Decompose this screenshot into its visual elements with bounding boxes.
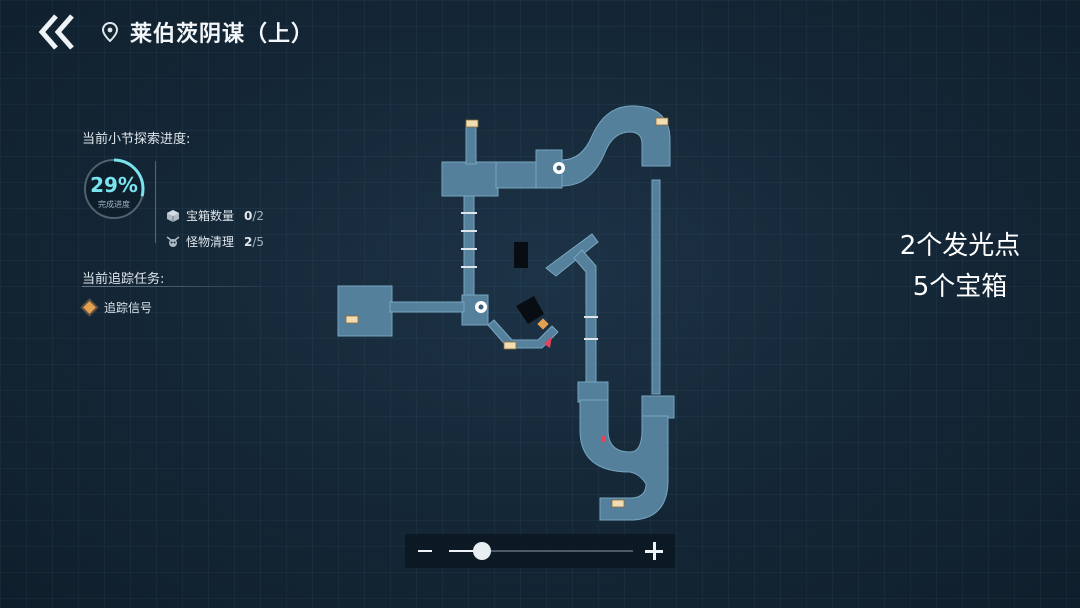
zoom-slider-fill [449,550,483,552]
stat-monster-value: 2/5 [244,235,264,249]
map-corridor-left-vertical [463,195,475,297]
orange-diamond-icon [83,301,96,314]
progress-ring [83,158,145,220]
stat-treasure: 宝箱数量 0/2 [166,207,264,224]
treasure-chest-icon-2 [655,117,669,126]
annotation-line-2: 5个宝箱 [912,272,1008,302]
monster-skull-icon [166,235,180,247]
treasure-chest-icon-3 [345,315,359,324]
stat-monster-current: 2 [244,234,253,249]
progress-percent: 29% [90,173,138,197]
map-pin-icon [102,22,118,42]
double-chevron-left-icon [38,14,74,50]
top-bar: 莱伯茨阴谋（上） [0,0,1080,64]
tracked-task-item[interactable]: 追踪信号 [82,299,152,316]
map-room-bottom-left-top [577,381,609,403]
dungeon-map[interactable] [330,100,690,530]
map-corridor-top-stub [465,123,477,165]
tracking-task-label: 当前追踪任务: [82,272,165,287]
zoom-in-button[interactable] [643,540,665,562]
map-corridor-left [389,301,465,313]
zoom-slider-handle[interactable] [473,542,492,560]
stat-treasure-current: 0 [244,208,253,223]
map-unexplored-area-2 [516,296,544,324]
annotation-line-1: 2个发光点 [899,231,1021,261]
map-corridor-top-loop [561,105,671,187]
back-button[interactable] [36,12,80,52]
treasure-chest-icon-5 [611,499,625,508]
treasure-chest-icon [465,119,479,128]
map-room-bottom-right-top [641,395,675,419]
treasure-box-icon [167,209,179,222]
stat-treasure-total: /2 [252,208,265,223]
map-corridor-bottom-u [579,399,669,521]
map-room-top-hall [441,161,499,197]
progress-sub-label: 完成进度 [98,200,130,209]
stat-monster-label: 怪物清理 [186,235,235,249]
annotation-overlay: 2个发光点 5个宝箱 [860,226,1060,308]
zoom-out-button[interactable] [415,541,435,561]
tracking-divider [82,286,262,287]
enemy-marker-icon-2 [602,436,606,442]
exploration-panel: 当前小节探索进度: 29% 完成进度 宝箱数量 0/2 怪物清理 [82,128,264,257]
exploration-progress-label: 当前小节探索进度: [82,132,191,147]
map-room-left [337,285,393,337]
map-unexplored-area [514,242,528,268]
zoom-slider-track[interactable] [449,542,633,560]
task-marker-icon [537,318,549,330]
page-title: 莱伯茨阴谋（上） [130,22,315,47]
progress-row: 29% 完成进度 宝箱数量 0/2 怪物清理 2/5 [82,157,264,257]
treasure-chest-icon-4 [503,341,517,350]
zoom-control [405,534,675,568]
map-corridor-right-vertical [651,179,661,395]
stat-treasure-label: 宝箱数量 [186,209,235,223]
tracked-task-name: 追踪信号 [104,301,153,315]
stat-treasure-value: 0/2 [244,209,264,223]
enemy-marker-icon [544,336,552,348]
map-corridor-center-vertical [573,249,597,391]
map-corridor-diagonal [545,233,599,277]
map-corridor-bottom-link [487,319,559,349]
divider [155,161,156,243]
stat-monster: 怪物清理 2/5 [166,233,264,250]
stat-monster-total: /5 [252,234,265,249]
